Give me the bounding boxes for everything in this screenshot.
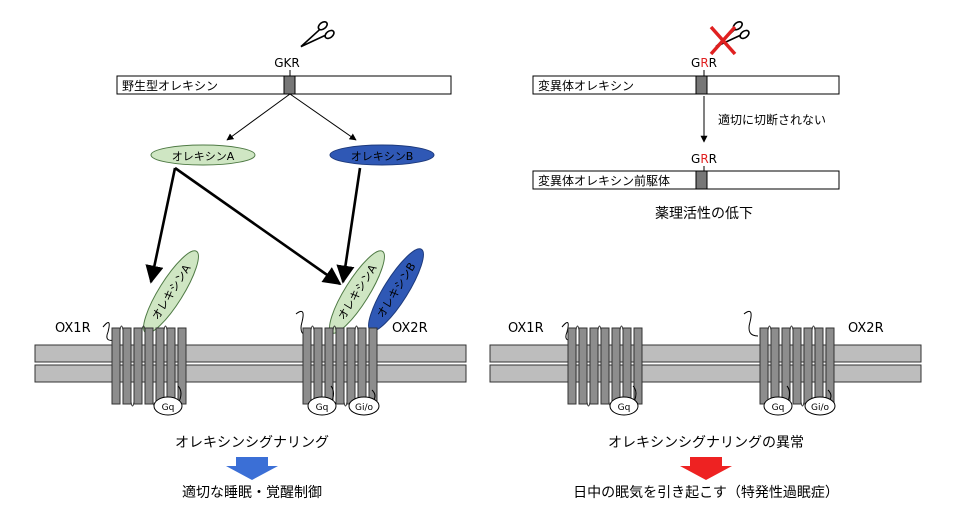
gq-label-ox2r-right: Gq: [772, 403, 785, 413]
cross-mark-icon: [709, 25, 737, 56]
mutant-cleavage-site-box: [695, 75, 708, 95]
gio-label-right: Gi/o: [811, 403, 830, 413]
mutant-site-label-2: GRR: [691, 152, 717, 166]
membrane-upper-left: [34, 344, 467, 363]
gio-label-left: Gi/o: [355, 403, 374, 413]
signaling-label-left: オレキシンシグナリング: [175, 435, 329, 451]
bound-orexin-a-ox1r: オレキシンA: [143, 250, 199, 334]
gq-label-ox1r-right: Gq: [618, 403, 631, 413]
orexin-b-peptide: [329, 144, 435, 166]
ox1r-transmembrane-left: [111, 325, 187, 407]
reduced-activity-label: 薬理活性の低下: [655, 206, 753, 222]
cleavage-site-label: GKR: [274, 56, 300, 70]
gq-label-ox2r-left: Gq: [316, 403, 329, 413]
mutant-precursor-bar: [532, 170, 840, 190]
signaling-label-right: オレキシンシグナリングの異常: [608, 435, 804, 451]
cleavage-site-box: [283, 75, 296, 95]
membrane-upper-right: [489, 344, 922, 363]
ox1r-label-left: OX1R: [55, 321, 91, 336]
mutant-gene-label: 変異体オレキシン: [538, 78, 634, 93]
scissors-icon: [300, 21, 335, 48]
precursor-cleavage-site-box: [695, 170, 708, 190]
ox2r-label-right: OX2R: [848, 321, 884, 336]
orexin-a-peptide: [150, 144, 256, 166]
outcome-label-left: 適切な睡眠・覚醒制御: [182, 484, 322, 501]
no-cleavage-label: 適切に切断されない: [718, 112, 826, 127]
wild-type-gene-label: 野生型オレキシン: [122, 79, 218, 93]
gq-label-ox1r-left: Gq: [162, 403, 175, 413]
membrane-lower-left: [34, 364, 467, 383]
ox2r-transmembrane-right: [759, 325, 835, 407]
orexin-a-label: オレキシンA: [172, 150, 235, 163]
mutant-site-label: GRR: [691, 56, 717, 70]
ox1r-transmembrane-right: [567, 325, 643, 407]
ox2r-transmembrane-left: [302, 325, 378, 407]
down-arrow-red-icon: [680, 457, 732, 480]
outcome-label-right: 日中の眠気を引き起こす（特発性過眠症）: [573, 485, 839, 501]
ox2r-label-left: OX2R: [392, 321, 428, 336]
mutant-gene-bar: [532, 75, 840, 95]
membrane-lower-right: [489, 364, 922, 383]
down-arrow-blue-icon: [226, 457, 278, 480]
orexin-b-label: オレキシンB: [351, 150, 414, 163]
mutant-precursor-label: 変異体オレキシン前駆体: [538, 173, 670, 188]
ox1r-label-right: OX1R: [508, 321, 544, 336]
